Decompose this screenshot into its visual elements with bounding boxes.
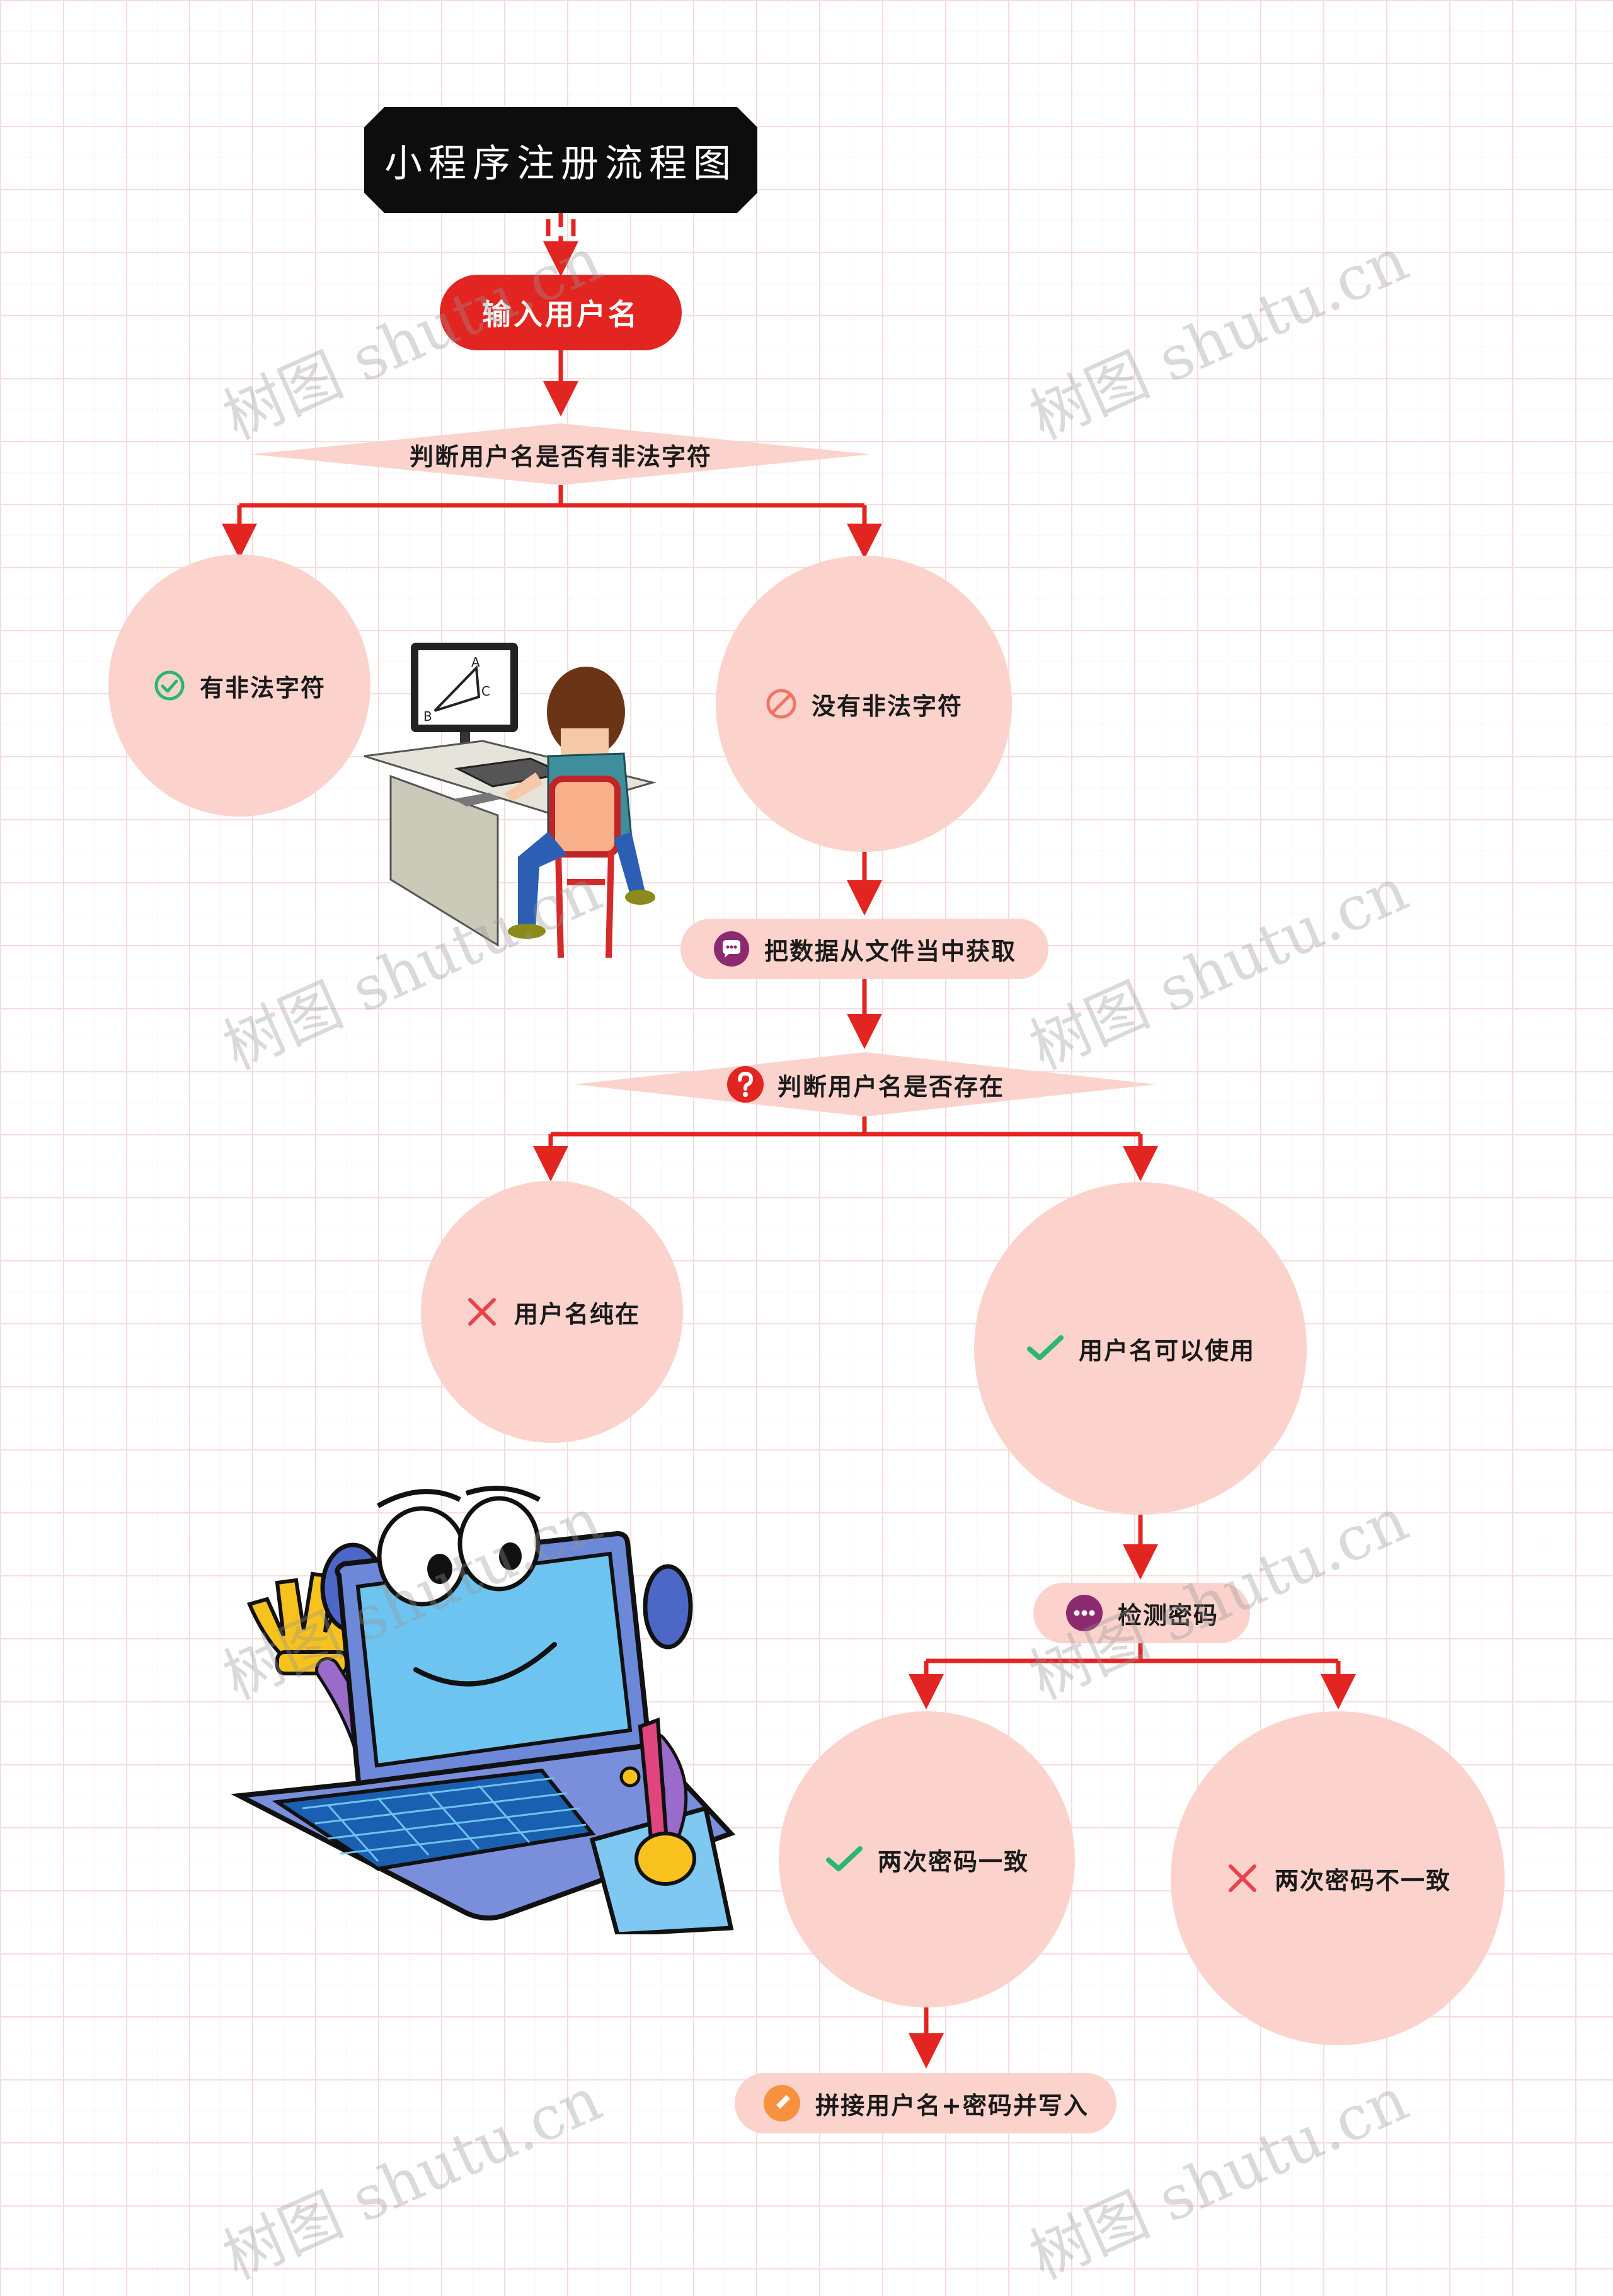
node-password-match: 两次密码一致: [779, 1711, 1075, 2007]
chat-bubble-icon: [713, 931, 749, 967]
node-exists-label: 用户名纯在: [514, 1299, 640, 1328]
node-password-mismatch-label: 两次密码不一致: [1274, 1866, 1451, 1895]
check-circle-icon: [154, 670, 185, 701]
title-stem-lines: [546, 213, 576, 236]
decision-illegal-chars: 判断用户名是否有非法字符: [251, 423, 871, 485]
node-no-illegal: 没有非法字符: [716, 556, 1012, 852]
node-password-match-label: 两次密码一致: [877, 1847, 1029, 1876]
decision-exists: 判断用户名是否存在: [575, 1052, 1156, 1116]
node-usable: 用户名可以使用: [974, 1182, 1307, 1515]
connector-lines: [222, 213, 1356, 2069]
monitor-label-a: A: [471, 655, 480, 670]
node-usable-label: 用户名可以使用: [1078, 1336, 1255, 1365]
cross-icon: [468, 1298, 496, 1326]
question-icon: [726, 1066, 764, 1103]
cartoon-laptop-illustration: [231, 1486, 736, 1934]
node-load-file-label: 把数据从文件当中获取: [764, 936, 1016, 965]
monitor-label-c: C: [481, 684, 490, 699]
decision-exists-label: 判断用户名是否存在: [777, 1072, 1004, 1101]
pencil-icon: [764, 2085, 801, 2121]
branch-check-password: [924, 1643, 1341, 1685]
branch-check-illegal: [237, 485, 867, 536]
node-has-illegal: 有非法字符: [108, 554, 370, 817]
branch-check-exists: [548, 1116, 1143, 1159]
prohibited-icon: [766, 689, 796, 719]
node-password-mismatch: 两次密码不一致: [1171, 1711, 1505, 2045]
node-exists: 用户名纯在: [421, 1181, 683, 1443]
checkmark-icon: [825, 1846, 863, 1871]
node-write: 拼接用户名+密码并写入: [735, 2073, 1116, 2133]
node-has-illegal-label: 有非法字符: [199, 673, 326, 702]
checkmark-icon: [1026, 1335, 1064, 1360]
node-write-label: 拼接用户名+密码并写入: [815, 2091, 1089, 2120]
node-check-password-label: 检测密码: [1117, 1600, 1219, 1629]
node-check-password: 检测密码: [1033, 1583, 1250, 1643]
cross-icon: [1228, 1864, 1256, 1892]
diagram-title: 小程序注册流程图: [364, 107, 757, 213]
node-load-file: 把数据从文件当中获取: [680, 919, 1048, 979]
person-at-computer-illustration: A B C: [364, 643, 657, 958]
more-dots-icon: [1065, 1595, 1103, 1631]
decision-illegal-chars-label: 判断用户名是否有非法字符: [409, 442, 712, 471]
node-no-illegal-label: 没有非法字符: [811, 691, 963, 720]
monitor-label-b: B: [423, 709, 432, 724]
node-input-username: 输入用户名: [440, 275, 682, 350]
